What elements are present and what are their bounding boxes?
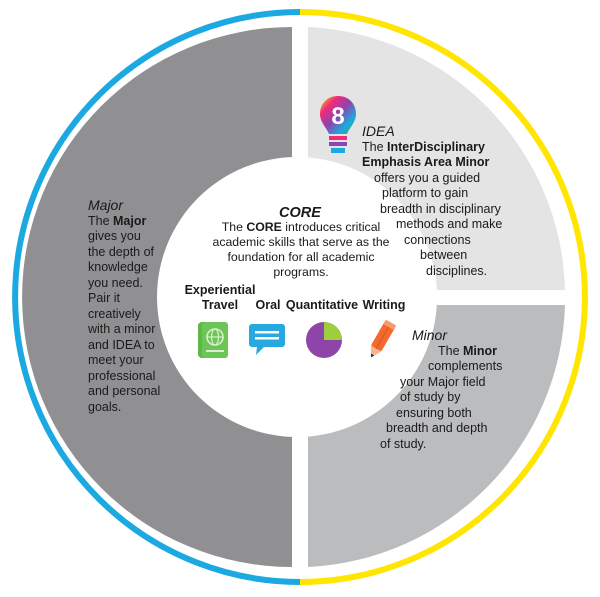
- text-line: connections: [404, 232, 471, 247]
- skill-label-quantitative: Quantitative: [285, 298, 359, 312]
- idea-badge-number: 8: [331, 103, 344, 130]
- text-line: goals.: [88, 399, 122, 414]
- skill-label-writing: Writing: [362, 298, 406, 312]
- text-line: of study by: [400, 390, 461, 404]
- text-line: of study.: [380, 436, 427, 451]
- text-line: and IDEA to: [88, 337, 155, 352]
- text-line: complements: [428, 359, 503, 373]
- text-line: disciplines.: [426, 263, 488, 278]
- skill-label-oral: Oral: [255, 298, 281, 312]
- major-title: Major: [88, 197, 124, 213]
- core-title: CORE: [279, 205, 321, 221]
- text-line: and personal: [88, 384, 161, 398]
- core-circle: [157, 157, 437, 437]
- idea-lightbulb-icon: 8: [320, 96, 356, 153]
- core-description: The CORE introduces critical academic sk…: [212, 220, 390, 279]
- pie-chart-icon: [306, 322, 342, 358]
- speech-bubble-icon: [249, 324, 285, 355]
- outer-ring-left: [12, 9, 301, 585]
- pencil-icon: [370, 319, 396, 358]
- text-line: your Major field: [400, 374, 486, 389]
- text-line: you need.: [88, 275, 143, 290]
- text-line: knowledge: [88, 260, 148, 274]
- text-line: meet your: [88, 353, 144, 367]
- text-line: The Minor: [438, 343, 498, 358]
- minor-title: Minor: [412, 327, 448, 343]
- idea-title: IDEA: [362, 123, 395, 139]
- text-line: the depth of: [88, 244, 155, 259]
- text-line: The InterDisciplinary: [362, 139, 485, 154]
- passport-icon: [198, 322, 228, 358]
- text-line: gives you: [88, 229, 141, 243]
- text-line: platform to gain: [382, 186, 469, 200]
- text-line: methods and make: [396, 217, 503, 231]
- text-line: breadth in disciplinary: [380, 201, 501, 216]
- text-line: The Major: [88, 213, 147, 228]
- text-line: breadth and depth: [386, 421, 488, 435]
- text-line: offers you a guided: [374, 170, 481, 185]
- text-line: professional: [88, 368, 156, 383]
- text-line: creatively: [88, 306, 141, 321]
- text-line: ensuring both: [396, 405, 472, 420]
- text-line: Emphasis Area Minor: [362, 155, 490, 169]
- text-line: between: [420, 248, 468, 262]
- outer-ring-right: [299, 9, 588, 585]
- text-line: Pair it: [88, 291, 120, 305]
- text-line: with a minor: [88, 322, 156, 336]
